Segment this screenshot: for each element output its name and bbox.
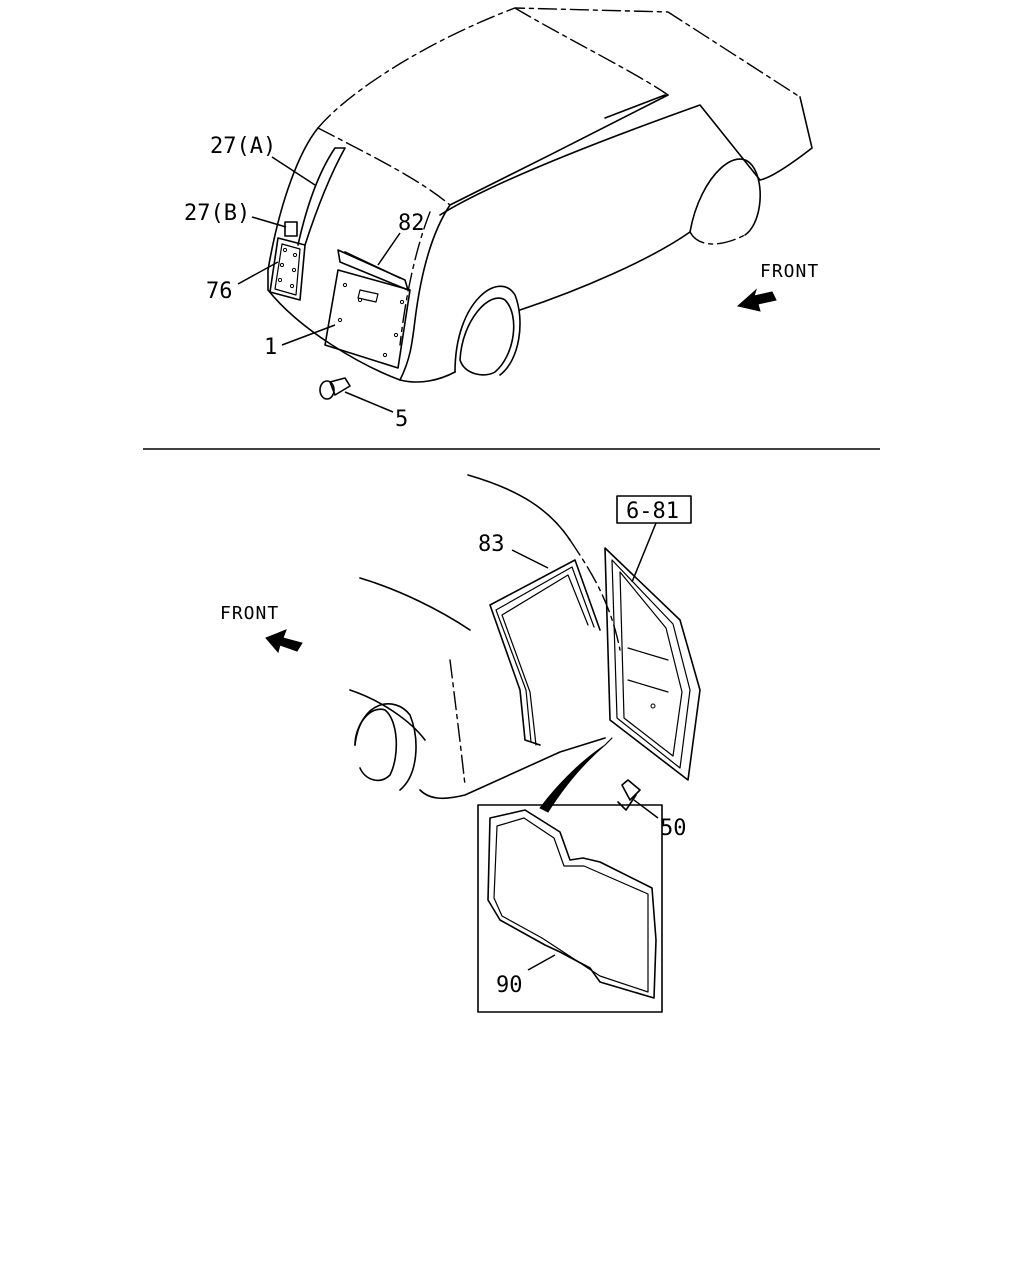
detail-inset-box: [477, 804, 663, 1013]
rear-wheel-arch: [689, 158, 761, 236]
front-arrow-bottom-icon: [265, 629, 303, 654]
callout-5: 5: [395, 407, 408, 432]
leader-90: [527, 954, 556, 971]
leader-27b: [251, 216, 287, 228]
rear-wheel-hidden: [689, 231, 746, 245]
detail-connector: [604, 737, 613, 746]
callout-90: 90: [496, 973, 523, 998]
window-seal-83: [489, 559, 601, 746]
pillar-dash: [449, 659, 466, 786]
leader-5: [344, 391, 394, 413]
callout-27a: 27(A): [210, 134, 276, 159]
front-wheel-tire: [459, 297, 515, 376]
rear-roof-edge: [317, 127, 451, 206]
weatherstrip-27a: [297, 147, 346, 246]
callout-6-81: 6-81: [626, 499, 679, 524]
leader-83: [511, 549, 549, 569]
roof-rear-edge: [569, 539, 621, 651]
gasket-90-inner: [493, 817, 649, 993]
panel-76: [269, 237, 306, 301]
bottom-vehicle-view: [349, 474, 701, 1013]
callout-50: 50: [660, 816, 687, 841]
front-wheel-arch: [454, 285, 521, 376]
front-label-top: FRONT: [760, 261, 819, 282]
ref-box-6-81: [616, 495, 692, 524]
roof-curve: [467, 474, 571, 541]
leader-76: [237, 261, 279, 285]
front-label-bottom: FRONT: [220, 603, 279, 624]
top-vehicle-view: [267, 7, 813, 400]
callout-83: 83: [478, 532, 505, 557]
garnish-82: [337, 249, 409, 291]
body-side: [449, 94, 813, 206]
callout-76: 76: [206, 279, 233, 304]
side-body: [349, 689, 426, 741]
leader-6-81: [631, 522, 657, 583]
callout-82: 82: [398, 211, 425, 236]
rear-door-edge: [399, 211, 431, 346]
gasket-90: [487, 809, 657, 999]
lower-body-line: [519, 231, 691, 311]
rear-wheel-arch: [354, 703, 417, 791]
rear-body-right: [399, 204, 451, 381]
window-glass-6-81: [604, 547, 701, 781]
trim-panel-1: [324, 269, 411, 369]
leader-1: [281, 324, 336, 346]
leader-50: [633, 799, 659, 819]
leader-27a: [271, 156, 316, 186]
detail-pointer: [539, 744, 606, 813]
lower-rear-body: [419, 737, 606, 800]
roof-ridge-line: [514, 7, 669, 96]
upper-body-curve: [359, 577, 471, 631]
part-27b: [284, 221, 298, 237]
side-panel: [439, 104, 761, 216]
rear-wheel: [354, 708, 398, 782]
clip-5: [319, 377, 351, 400]
front-arrow-top-icon: [736, 288, 777, 312]
callout-1: 1: [264, 335, 277, 360]
roof-outline: [317, 7, 801, 129]
callout-27b: 27(B): [184, 201, 250, 226]
rear-body-left: [267, 127, 456, 383]
leader-82: [377, 232, 401, 266]
